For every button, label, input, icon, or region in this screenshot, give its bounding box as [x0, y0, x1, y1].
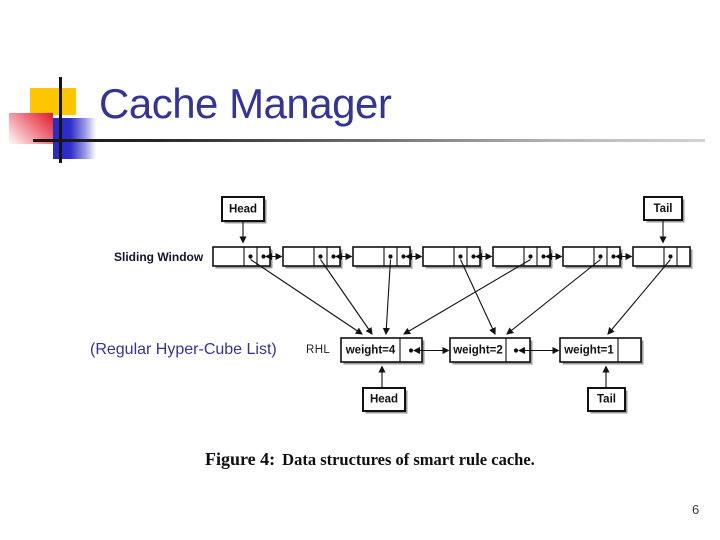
sliding-window-node [422, 246, 483, 269]
accent-square-yellow [30, 88, 76, 115]
title-underline-rule [33, 139, 705, 142]
sliding-window-label: Sliding Window [114, 250, 204, 264]
figure-caption: Figure 4: Data structures of smart rule c… [205, 449, 535, 470]
figure-caption-text: Data structures of smart rule cache. [282, 450, 535, 469]
next-pointer-dot [331, 254, 336, 259]
rhl-weight-label: weight=2 [452, 345, 503, 357]
next-pointer-dot [611, 254, 616, 259]
sliding-window-node [492, 246, 553, 269]
sliding-window-node [632, 246, 693, 269]
tail-box-bottom: Tail [587, 387, 628, 414]
rule-pointer-dot [458, 254, 463, 259]
next-pointer-dot [541, 254, 546, 259]
head-box-bottom-label: Head [370, 394, 398, 406]
rule-pointer-dot [528, 254, 533, 259]
next-pointer-dot [408, 348, 414, 353]
next-pointer-dot [513, 348, 519, 353]
rule-pointer-dot [668, 254, 673, 259]
rule-pointer-dot [388, 254, 393, 259]
page-number: 6 [692, 502, 700, 517]
rule-pointer-dot [598, 254, 603, 259]
rule-pointer-dot [248, 254, 253, 259]
sliding-window-node [212, 246, 273, 269]
next-pointer-dot [261, 254, 266, 259]
sliding-window-node [282, 246, 343, 269]
rhl-full-label: (Regular Hyper-Cube List) [90, 341, 277, 358]
accent-vertical-line [59, 77, 62, 163]
sliding-window-node [352, 246, 413, 269]
tail-box-top: Tail [643, 196, 685, 223]
rhl-abbr-label: RHL [306, 344, 331, 356]
page-title: Cache Manager [99, 80, 392, 127]
rhl-weight-node: weight=4 [340, 337, 425, 365]
head-box-top: Head [221, 196, 267, 224]
head-box-bottom: Head [362, 387, 408, 414]
next-pointer-dot [401, 254, 406, 259]
figure-caption-prefix: Figure 4: [205, 449, 276, 469]
next-pointer-dot [471, 254, 476, 259]
rhl-weight-label: weight=1 [563, 345, 614, 357]
tail-box-top-label: Tail [654, 203, 673, 215]
tail-box-bottom-label: Tail [597, 394, 616, 406]
sliding-window-node [562, 246, 623, 269]
rhl-weight-node: weight=1 [559, 337, 644, 365]
head-box-top-label: Head [229, 204, 257, 216]
rhl-weight-label: weight=4 [345, 345, 396, 357]
accent-square-red [9, 113, 53, 144]
rule-pointer-dot [318, 254, 323, 259]
rhl-weight-node: weight=2 [449, 337, 533, 365]
